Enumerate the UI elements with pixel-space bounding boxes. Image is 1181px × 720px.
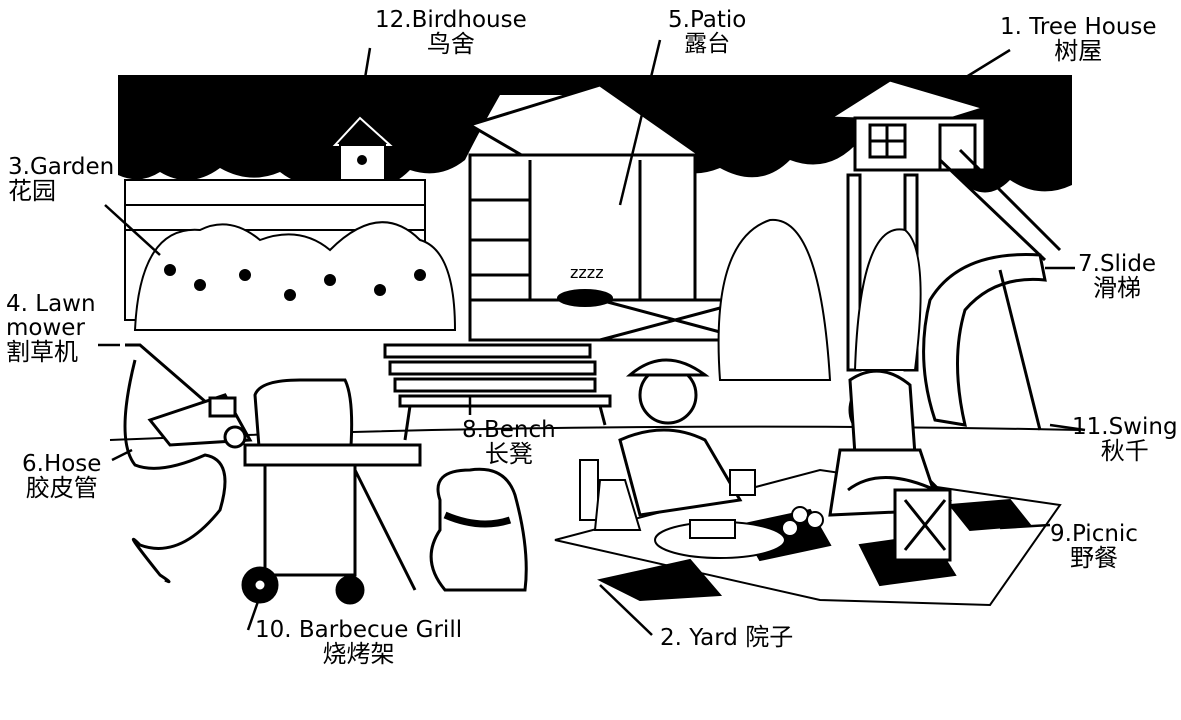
picnic-food xyxy=(579,459,824,559)
snore-text: zzzz xyxy=(570,263,604,282)
label-hose-zh: 胶皮管 xyxy=(25,474,98,503)
label-patio-zh: 露台 xyxy=(684,31,731,58)
label-grill: 10. Barbecue Grill 烧烤架 xyxy=(255,618,462,667)
label-picnic-zh: 野餐 xyxy=(1069,544,1118,573)
garden-hose xyxy=(123,359,227,584)
birdhouse xyxy=(332,116,393,181)
label-bench-en: 8.Bench xyxy=(462,417,556,443)
label-slide-zh: 滑梯 xyxy=(1093,274,1142,303)
label-swing-zh: 秋千 xyxy=(1100,437,1149,466)
label-yard-zh: 院子 xyxy=(745,623,794,651)
label-hose-en: 6.Hose xyxy=(22,451,102,477)
label-tree-house: 1. Tree House 树屋 xyxy=(1000,15,1157,64)
label-grill-zh: 烧烤架 xyxy=(322,640,395,669)
label-slide: 7.Slide 滑梯 xyxy=(1078,252,1156,301)
label-garden-en: 3.Garden xyxy=(8,154,115,180)
picnic-blanket xyxy=(554,468,1062,607)
label-grill-en: 10. Barbecue Grill xyxy=(255,617,463,643)
label-swing-en: 11.Swing xyxy=(1072,414,1178,440)
label-garden-zh: 花园 xyxy=(8,177,56,206)
barbecue-grill xyxy=(241,378,422,605)
label-tree-house-en: 1. Tree House xyxy=(1000,14,1157,40)
label-lawn-mower: 4. Lawn mower 割草机 xyxy=(6,292,116,365)
label-birdhouse-zh: 鸟舍 xyxy=(426,30,475,59)
label-hose: 6.Hose 胶皮管 xyxy=(22,452,101,501)
slide xyxy=(922,253,1047,431)
label-birdhouse-en: 12.Birdhouse xyxy=(375,7,527,33)
leader-lines xyxy=(98,39,1086,636)
bench xyxy=(383,343,612,441)
label-yard: 2. Yard 院子 xyxy=(660,623,794,651)
label-garden: 3.Garden 花园 xyxy=(8,155,114,204)
sleeping-cat xyxy=(557,289,613,307)
label-lawn-mower-en: 4. Lawn mower xyxy=(6,291,96,342)
picnic-basket xyxy=(847,476,952,562)
label-picnic: 9.Picnic 野餐 xyxy=(1050,522,1138,571)
label-tree-house-zh: 树屋 xyxy=(1054,37,1103,66)
label-bench-zh: 长凳 xyxy=(484,440,533,469)
label-patio-en: 5.Patio xyxy=(668,7,747,33)
yard-ground xyxy=(109,425,1081,441)
label-slide-en: 7.Slide xyxy=(1078,251,1157,277)
label-swing: 11.Swing 秋千 xyxy=(1072,415,1178,464)
people xyxy=(618,358,943,517)
lawn-mower xyxy=(125,343,253,449)
label-picnic-en: 9.Picnic xyxy=(1050,521,1138,547)
dog xyxy=(429,467,528,592)
label-lawn-mower-zh: 割草机 xyxy=(6,338,78,367)
garden-bushes xyxy=(133,218,922,381)
label-yard-en: 2. Yard xyxy=(660,625,738,651)
label-birdhouse: 12.Birdhouse 鸟舍 xyxy=(375,8,527,57)
label-bench: 8.Bench 长凳 xyxy=(462,418,556,467)
